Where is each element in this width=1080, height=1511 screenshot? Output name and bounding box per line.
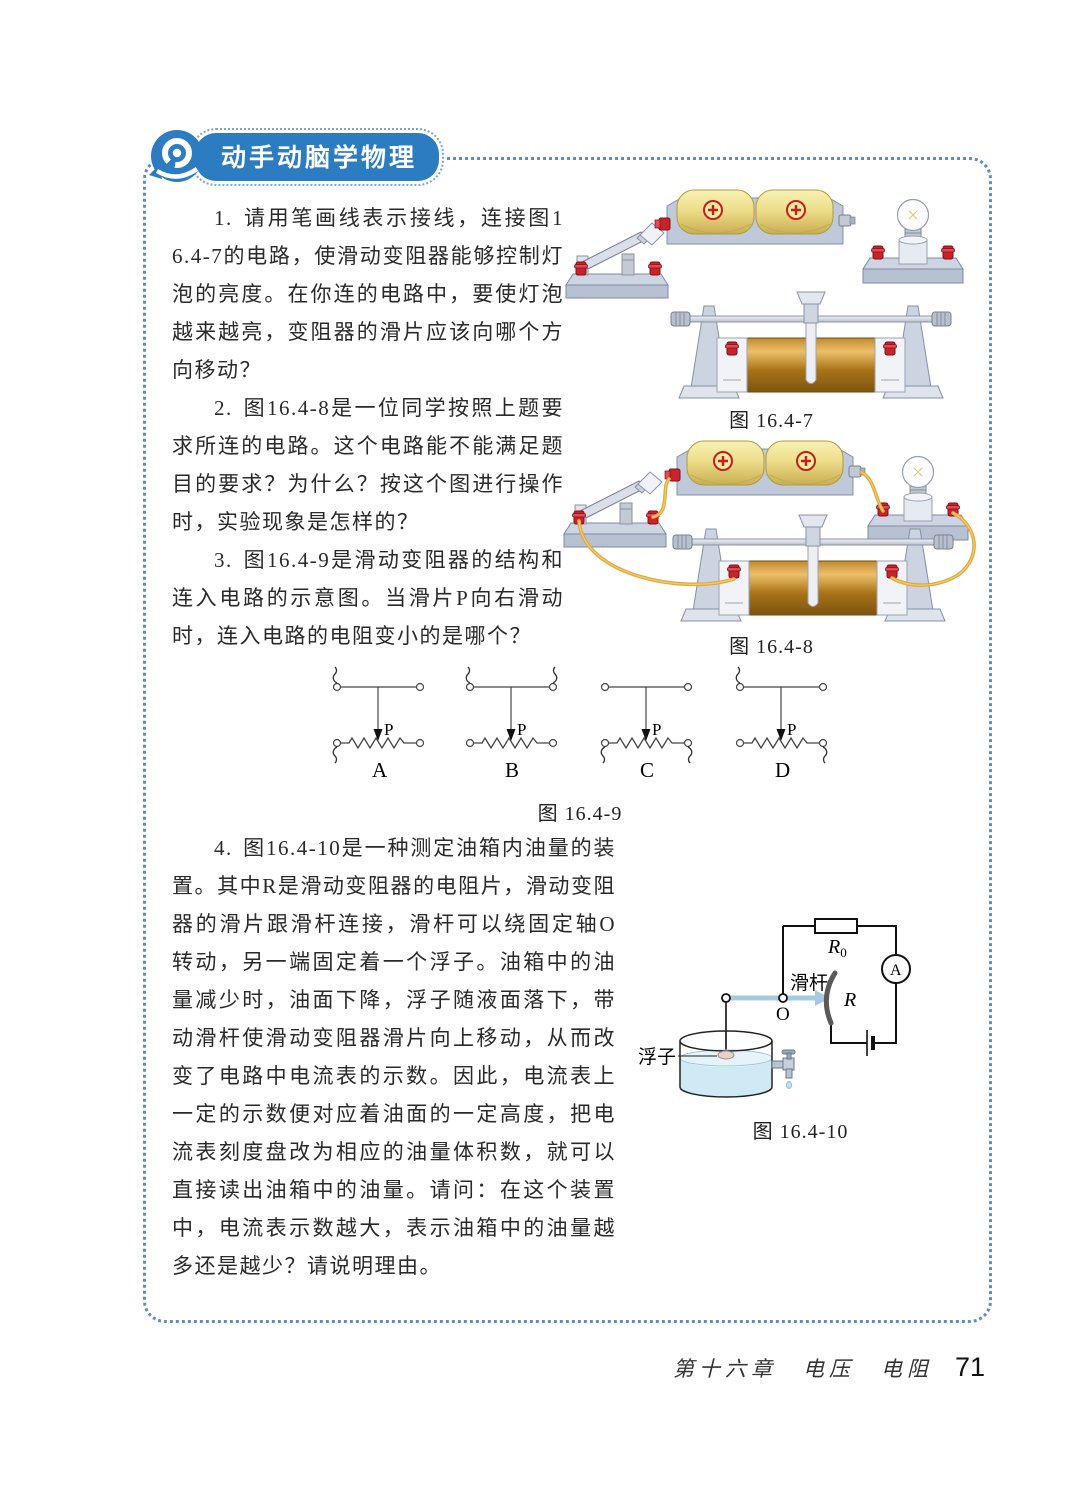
option-label-A: A — [372, 758, 388, 782]
pivot-O — [778, 993, 788, 1003]
rod-end-joint — [721, 993, 731, 1003]
page-footer: 第十六章 电压 电阻 71 — [600, 1352, 985, 1383]
pivot-O-label: O — [776, 1004, 790, 1025]
slide-rod-label: 滑杆 — [790, 972, 828, 994]
ammeter-label: A — [890, 962, 902, 979]
option-label-B: B — [505, 758, 519, 782]
circuit-wires — [782, 925, 897, 1044]
ammeter — [881, 954, 911, 984]
option-label-C: C — [640, 758, 654, 782]
question-2: 2.图16.4-8是一位同学按照上题要求所连的电路。这个电路能不能满足题目的要求… — [172, 389, 564, 541]
section-title-badge: 动手动脑学物理 — [195, 133, 440, 181]
rheostat-schematic-D: P D — [735, 666, 828, 782]
slider-label: P — [787, 720, 796, 739]
figure-16-4-8-caption: 图 16.4-8 — [729, 636, 814, 658]
resistor-r0 — [814, 918, 858, 934]
float — [717, 1050, 735, 1060]
badge-outline: 动手动脑学物理 — [190, 128, 445, 186]
light-bulb — [868, 457, 968, 541]
knife-switch — [564, 472, 666, 547]
rheostat-schematic-A: P A — [332, 666, 425, 782]
section-header: 动手动脑学物理 — [146, 128, 445, 186]
sliding-rheostat — [673, 515, 953, 621]
hands-brain-physics-icon — [149, 130, 203, 182]
float-label: 浮子 — [638, 1046, 676, 1068]
battery-cell-symbol — [866, 1030, 875, 1056]
figure-16-4-8-illustration — [553, 439, 976, 635]
faucet — [771, 1049, 796, 1089]
figure-16-4-9-illustration: P A P B P C P D — [332, 666, 828, 782]
figure-16-4-7-caption: 图 16.4-7 — [729, 410, 814, 432]
resistor-arc-R — [823, 970, 838, 1026]
question-1-text: 请用笔画线表示接线，连接图16.4-7的电路，使滑动变阻器能够控制灯泡的亮度。在… — [172, 206, 564, 382]
question-2-text: 图16.4-8是一位同学按照上题要求所连的电路。这个电路能不能满足题目的要求？为… — [172, 396, 564, 534]
rheostat-schematic-B: P B — [465, 666, 558, 782]
figure-16-4-10-caption: 图 16.4-10 — [752, 1121, 849, 1143]
figure-16-4-9-caption: 图 16.4-9 — [537, 803, 623, 825]
wire-highlights — [578, 471, 975, 586]
knife-switch — [566, 223, 668, 298]
slide-rod-arrow — [728, 990, 830, 1006]
dotted-section-border — [143, 157, 992, 1323]
question-4: 4.图16.4-10是一种测定油箱内油量的装置。其中R是滑动变阻器的电阻片，滑动… — [172, 829, 616, 1285]
figure-16-4-7-illustration — [553, 188, 990, 402]
battery-pack — [653, 188, 857, 246]
question-4-text: 图16.4-10是一种测定油箱内油量的装置。其中R是滑动变阻器的电阻片，滑动变阻… — [172, 836, 616, 1278]
question-3-text: 图16.4-9是滑动变阻器的结构和连入电路的示意图。当滑片P向右滑动时，连入电路… — [172, 548, 564, 648]
resistor-R-label: R — [843, 989, 856, 1011]
question-1: 1.请用笔画线表示接线，连接图16.4-7的电路，使滑动变阻器能够控制灯泡的亮度… — [172, 199, 564, 389]
chapter-title: 第十六章 电压 电阻 — [672, 1357, 933, 1381]
slider-label: P — [517, 720, 526, 739]
question-3-number: 3. — [214, 548, 233, 572]
light-bulb — [863, 200, 963, 284]
slider-label: P — [384, 720, 393, 739]
rheostat-schematic-C: P C — [600, 682, 693, 782]
option-label-D: D — [775, 758, 790, 782]
question-4-number: 4. — [214, 836, 233, 860]
question-3: 3.图16.4-9是滑动变阻器的结构和连入电路的示意图。当滑片P向右滑动时，连入… — [172, 541, 564, 655]
slider-label: P — [652, 720, 661, 739]
resistor-r0-label: R0 — [827, 936, 847, 960]
sliding-rheostat — [671, 292, 951, 398]
figure-16-4-10-illustration: R0 A 滑杆 R O 浮子 — [638, 918, 911, 1098]
question-1-number: 1. — [214, 206, 233, 230]
question-2-number: 2. — [214, 396, 233, 420]
battery-pack — [663, 439, 867, 497]
page-number: 71 — [954, 1352, 985, 1382]
